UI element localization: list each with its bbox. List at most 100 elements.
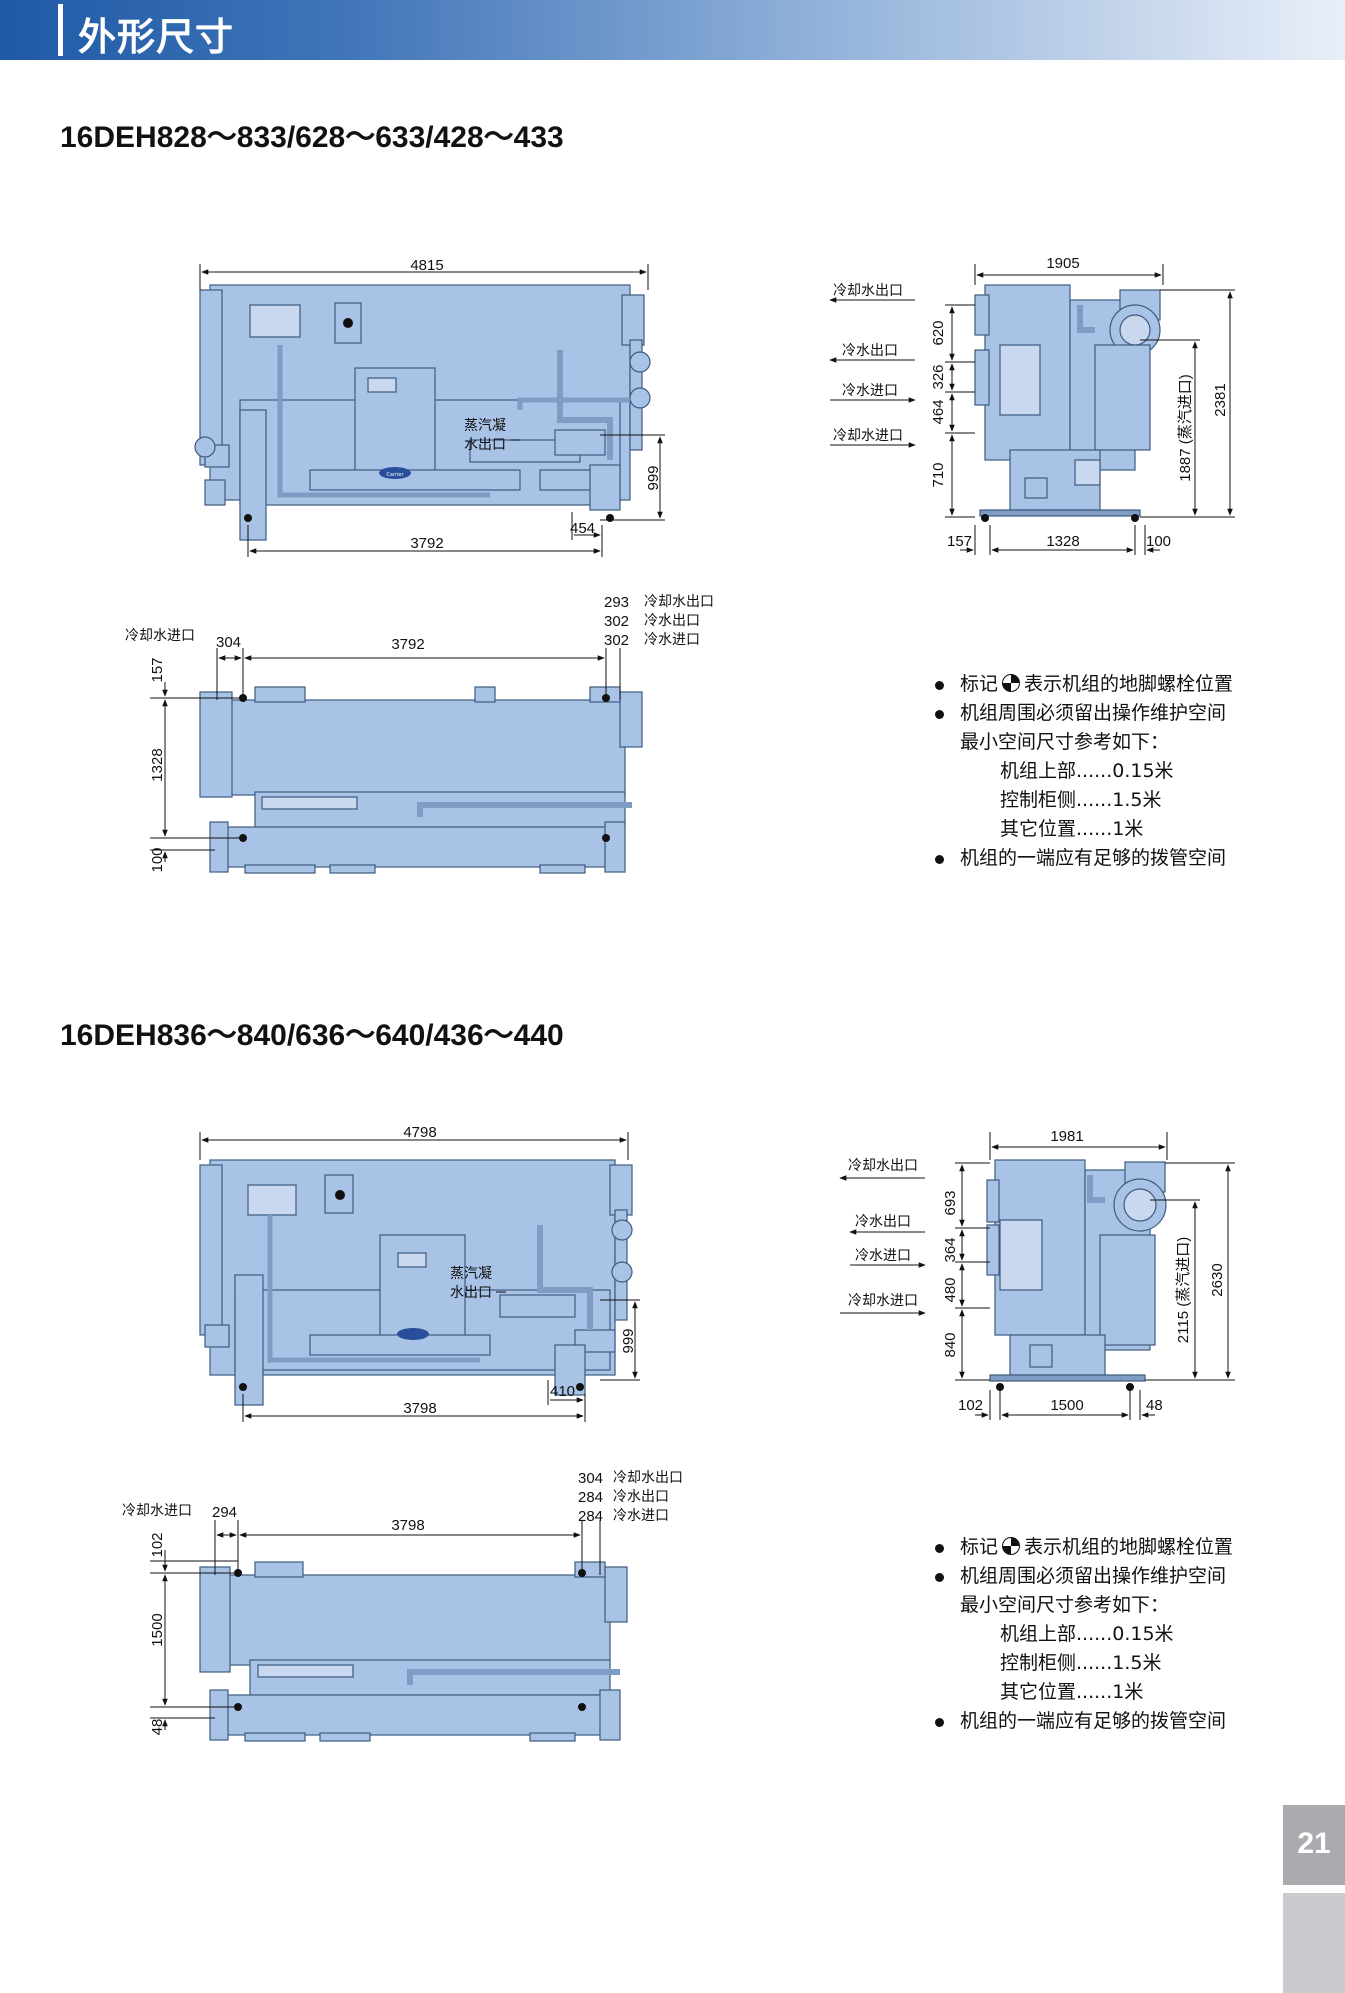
note-2-tube-text: 机组的一端应有足够的拨管空间: [960, 1710, 1227, 1732]
s1-front-length: 4815: [410, 257, 443, 274]
s2-plan-right-dim-3: 284: [578, 1508, 603, 1525]
section-1-title: 16DEH828～833/628～633/428～433: [60, 121, 564, 154]
s2-plan-length: 3798: [391, 1517, 424, 1534]
s2-side-label-1: 冷却水出口: [848, 1158, 918, 1174]
s1-plan-right-dim-2: 302: [604, 613, 629, 630]
note-2-space-text: 机组周围必须留出操作维护空间: [960, 1565, 1227, 1587]
notes-2: 标记表示机组的地脚螺栓位置 机组周围必须留出操作维护空间 最小空间尺寸参考如下：…: [930, 1533, 1233, 1736]
header-title: 外形尺寸: [78, 15, 235, 59]
s2-plan-right-label-3: 冷水进口: [613, 1508, 669, 1524]
s1-plan-right-dim-3: 302: [604, 632, 629, 649]
s2-side-label-2: 冷水出口: [855, 1214, 911, 1230]
note-1-top: 机组上部......0.15米: [1000, 760, 1174, 782]
page-edge-strip: [1283, 1893, 1345, 1993]
note-2-control: 控制柜侧......1.5米: [1000, 1652, 1162, 1674]
s2-plan-v-mid: 1500: [149, 1613, 166, 1646]
s1-plan-length: 3792: [391, 636, 424, 653]
note-1-space-sub: 最小空间尺寸参考如下：: [960, 731, 1170, 753]
s1-side-label-3: 冷水进口: [842, 383, 898, 399]
s1-side-base-mid: 1328: [1046, 533, 1079, 550]
s2-side-steam-height: 2115 (蒸汽进口): [1175, 1237, 1192, 1343]
note-2-pre: 标记: [960, 1536, 999, 1558]
s1-side-h1: 620: [930, 320, 947, 345]
section-2-title: 16DEH836～840/636～640/436～440: [60, 1019, 564, 1052]
s1-side-h2: 326: [930, 364, 947, 389]
s2-plan-v-top: 102: [149, 1532, 166, 1557]
s2-front-drain-offset: 410: [550, 1383, 575, 1400]
s1-plan-v-bot: 100: [149, 847, 166, 872]
plan-view-1: [199, 686, 643, 874]
s2-plan-inlet-offset: 294: [212, 1504, 237, 1521]
s2-side-base-mid: 1500: [1050, 1397, 1083, 1414]
s1-side-width: 1905: [1046, 255, 1079, 272]
s2-drain-label-1: 蒸汽凝: [450, 1266, 492, 1282]
note-1-other: 其它位置......1米: [1000, 818, 1144, 840]
bolt-symbol-icon: [1002, 1537, 1021, 1555]
s1-drain-label-1: 蒸汽凝: [464, 418, 506, 434]
s2-side-h1: 693: [942, 1190, 959, 1215]
s2-side-h2: 364: [942, 1237, 959, 1262]
note-1-pre: 标记: [960, 673, 999, 695]
side-view-2: [986, 1159, 1167, 1382]
note-2-bolt: 标记表示机组的地脚螺栓位置: [930, 1533, 1233, 1562]
carrier-logo: Carrier: [386, 472, 404, 478]
s2-plan-v-bot: 48: [149, 1719, 166, 1736]
note-2-space: 机组周围必须留出操作维护空间: [930, 1562, 1233, 1591]
s1-plan-inlet-offset: 304: [216, 634, 241, 651]
bolt-symbol-icon: [1002, 674, 1021, 692]
front-view-2: [199, 1159, 633, 1406]
s1-plan-inlet-label: 冷却水进口: [125, 628, 195, 644]
s2-side-width: 1981: [1050, 1128, 1083, 1145]
s1-front-bolt-spacing: 3792: [410, 535, 443, 552]
header-accent-bar: [58, 4, 63, 56]
s1-side-label-4: 冷却水进口: [833, 428, 903, 444]
s2-plan-inlet-label: 冷却水进口: [122, 1503, 192, 1519]
s2-front-drain-height: 999: [620, 1328, 637, 1353]
plan-view-2: [199, 1561, 628, 1742]
s2-plan-right-label-2: 冷水出口: [613, 1489, 669, 1505]
s1-plan-v-top: 157: [149, 657, 166, 682]
s2-plan-right-dim-1: 304: [578, 1470, 603, 1487]
s1-plan-right-label-2: 冷水出口: [644, 613, 700, 629]
s1-side-base-right: 100: [1146, 533, 1171, 550]
s1-side-label-1: 冷却水出口: [833, 283, 903, 299]
s1-front-drain-offset: 454: [570, 520, 595, 537]
s1-drain-label-2: 水出口: [464, 437, 506, 453]
s2-side-base-left: 102: [958, 1397, 983, 1414]
note-1-space: 机组周围必须留出操作维护空间: [930, 699, 1233, 728]
s2-side-base-right: 48: [1146, 1397, 1163, 1414]
s2-drain-label-2: 水出口: [450, 1285, 492, 1301]
s1-side-h3: 464: [930, 399, 947, 424]
note-1-tube: 机组的一端应有足够的拨管空间: [930, 844, 1233, 873]
s2-plan-right-label-1: 冷却水出口: [613, 1470, 683, 1486]
s1-side-total-height: 2381: [1212, 383, 1229, 416]
s2-side-label-4: 冷却水进口: [848, 1293, 918, 1309]
s2-side-total-height: 2630: [1209, 1263, 1226, 1296]
s2-front-length: 4798: [403, 1124, 436, 1141]
s1-plan-right-label-3: 冷水进口: [644, 632, 700, 648]
note-2-space-sub: 最小空间尺寸参考如下：: [960, 1594, 1170, 1616]
s1-side-h4: 710: [930, 462, 947, 487]
s1-plan-right-label-1: 冷却水出口: [644, 594, 714, 610]
s2-side-h3: 480: [942, 1277, 959, 1302]
page-header: 外形尺寸: [0, 0, 1345, 60]
note-1-bolt: 标记 表示机组的地脚螺栓位置: [930, 670, 1233, 699]
front-view-1: [194, 284, 651, 541]
note-1-space-text: 机组周围必须留出操作维护空间: [960, 702, 1227, 724]
s1-side-steam-height: 1887 (蒸汽进口): [1177, 374, 1194, 482]
s2-front-bolt-spacing: 3798: [403, 1400, 436, 1417]
s2-side-label-3: 冷水进口: [855, 1248, 911, 1264]
s1-plan-v-mid: 1328: [149, 748, 166, 781]
note-2-other: 其它位置......1米: [1000, 1681, 1144, 1703]
page-number: 21: [1297, 1827, 1331, 1860]
side-view-1: [974, 284, 1161, 517]
note-2-tube: 机组的一端应有足够的拨管空间: [930, 1707, 1233, 1736]
note-1-tube-text: 机组的一端应有足够的拨管空间: [960, 847, 1227, 869]
note-1-post: 表示机组的地脚螺栓位置: [1024, 673, 1234, 695]
note-1-control: 控制柜侧......1.5米: [1000, 789, 1162, 811]
note-2-top: 机组上部......0.15米: [1000, 1623, 1174, 1645]
s2-plan-right-dim-2: 284: [578, 1489, 603, 1506]
s2-side-h4: 840: [942, 1332, 959, 1357]
s1-side-base-left: 157: [947, 533, 972, 550]
